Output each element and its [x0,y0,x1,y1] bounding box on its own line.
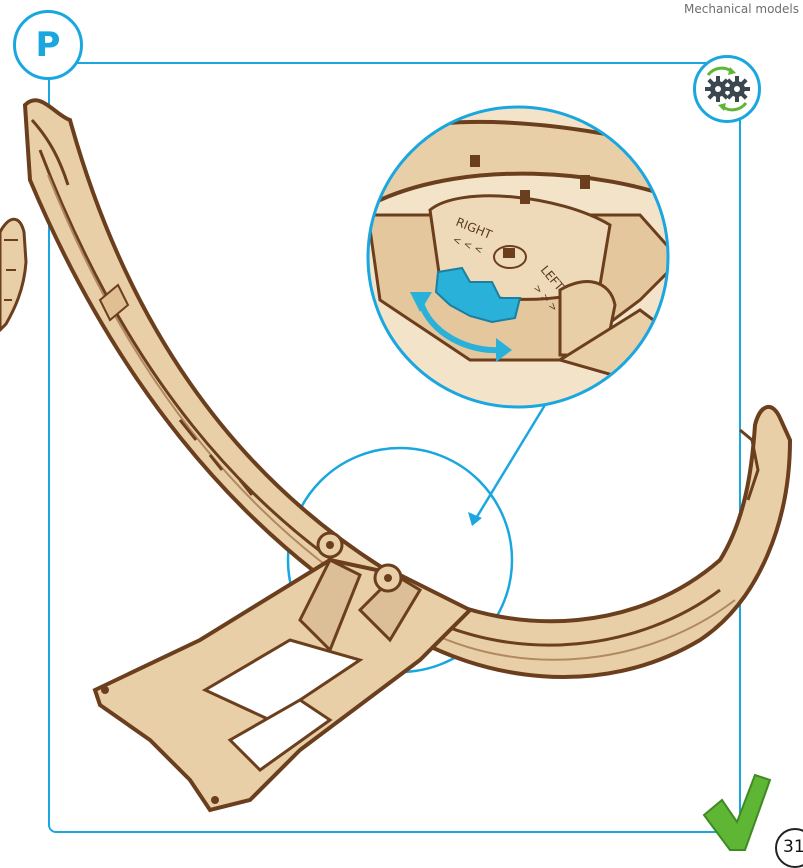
page-number: 31 [783,837,803,857]
checkmark-icon [704,775,770,850]
page-number-badge: 31 [775,828,803,868]
gears-rotate-icon [693,55,761,123]
gears-icon-graphic [696,58,758,120]
neighbor-arc-part [0,219,26,330]
step-letter: P [36,25,61,65]
step-badge: P [13,10,83,80]
zoom-detail: RIGHT < < < LEFT > > > [368,107,680,407]
zoom-connector-line [475,400,548,520]
